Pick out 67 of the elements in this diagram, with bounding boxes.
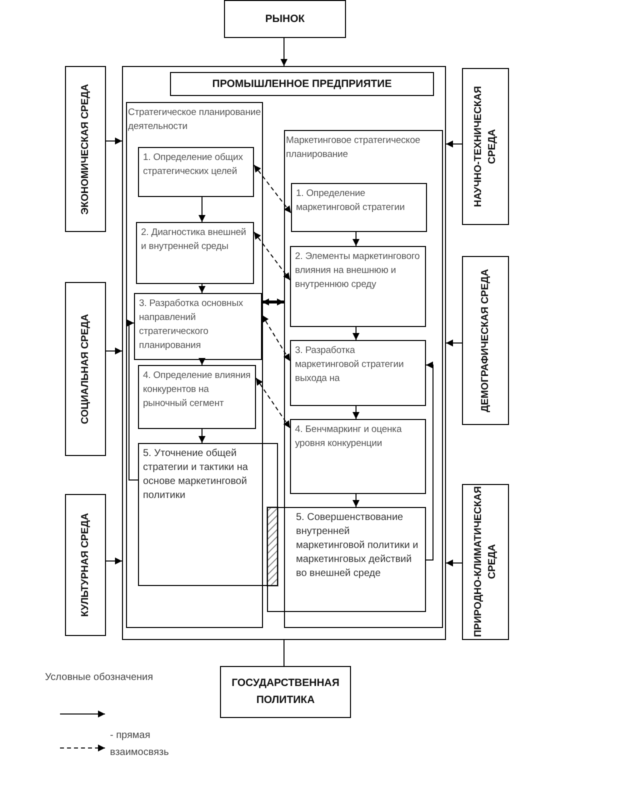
arrow: [106, 558, 122, 564]
dashed-arrow: [254, 232, 290, 280]
step-box: [138, 147, 254, 197]
environment-box: [65, 66, 106, 232]
double-arrow: [262, 298, 284, 306]
step-text: 5. Уточнение общей стратегии и тактики на основе маркетинговой политики: [143, 447, 249, 503]
arrow: [446, 340, 462, 346]
step-box: [134, 293, 262, 360]
title-box: [220, 666, 351, 718]
arrow: [198, 284, 206, 294]
environment-label: ПРИРОДНО-КЛИМАТИЧЕСКАЯ СРЕДА: [472, 486, 498, 639]
environment-label: КУЛЬТУРНАЯ СРЕДА: [78, 513, 92, 617]
arrow: [127, 320, 138, 480]
step-box: [136, 222, 254, 284]
step-text: 3. Разработка маркетинговой стратегии выхода на: [295, 344, 405, 386]
dashed-arrow: [256, 378, 290, 428]
dashed-arrow: [262, 314, 290, 362]
arrow: [352, 494, 360, 508]
dashed-arrow: [254, 164, 292, 214]
step-text: 1. Определение маркетинговой стратегии: [296, 187, 406, 215]
step-text: 4. Определение влияния конкурентов на рыночный сегмент: [143, 369, 251, 411]
environment-label: ЭКОНОМИЧЕСКАЯ СРЕДА: [78, 84, 92, 214]
box-title: РЫНОК: [265, 12, 305, 26]
environment-box: [462, 68, 509, 225]
title-box: [170, 72, 434, 96]
arrow: [198, 196, 206, 222]
arrow: [352, 406, 360, 420]
arrow: [106, 138, 122, 144]
step-text: 5. Совершенствование внутренней маркетинговой политики и маркетинговых действий во внешней среде: [295, 511, 420, 581]
step-box: [267, 507, 426, 612]
environment-label: НАУЧНО-ТЕХНИЧЕСКАЯ СРЕДА: [472, 85, 498, 209]
arrow: [106, 348, 122, 354]
panel-heading: Маркетинговое стратегическое планирование: [286, 134, 422, 162]
environment-box: [462, 256, 509, 425]
step-box: [291, 183, 427, 232]
legend-text: - прямая взаимосвязь: [110, 729, 170, 760]
planning-panel: [126, 102, 263, 628]
environment-label: СОЦИАЛЬНАЯ СРЕДА: [78, 314, 92, 424]
planning-panel: [284, 130, 443, 628]
panel-heading: Стратегическое планирование деятельности: [128, 106, 262, 134]
environment-box: [65, 494, 106, 636]
step-box: [290, 419, 426, 494]
step-box: [138, 365, 256, 429]
step-box: [290, 246, 426, 327]
arrow: [446, 140, 462, 148]
arrow: [198, 358, 206, 366]
arrow: [352, 326, 360, 340]
environment-box: [65, 282, 106, 456]
environment-box: [462, 484, 509, 640]
arrow: [352, 232, 360, 246]
arrow: [446, 560, 462, 566]
step-text: 2. Диагностика внешней и внутренней среды: [141, 226, 248, 254]
step-box: [138, 443, 278, 586]
step-text: 2. Элементы маркетингового влияния на внешнюю и внутреннюю среду: [295, 250, 421, 292]
box-title: ПРОМЫШЛЕННОЕ ПРЕДПРИЯТИЕ: [212, 76, 392, 92]
step-text: 4. Бенчмаркинг и оценка уровня конкуренции: [295, 423, 403, 451]
title-box: [224, 0, 346, 38]
step-box: [290, 340, 426, 406]
arrow: [198, 428, 206, 444]
box-title: ГОСУДАРСТВЕННАЯ ПОЛИТИКА: [230, 676, 340, 708]
arrow: [280, 38, 288, 66]
step-text: 3. Разработка основных направлений стратегического планирования: [139, 297, 244, 353]
environment-label: ДЕМОГРАФИЧЕСКАЯ СРЕДА: [478, 268, 492, 412]
box-frame: [122, 66, 446, 640]
step-text: 1. Определение общих стратегических целей: [143, 151, 244, 179]
arrow: [426, 362, 434, 560]
legend-heading: Условные обозначения: [45, 671, 154, 685]
